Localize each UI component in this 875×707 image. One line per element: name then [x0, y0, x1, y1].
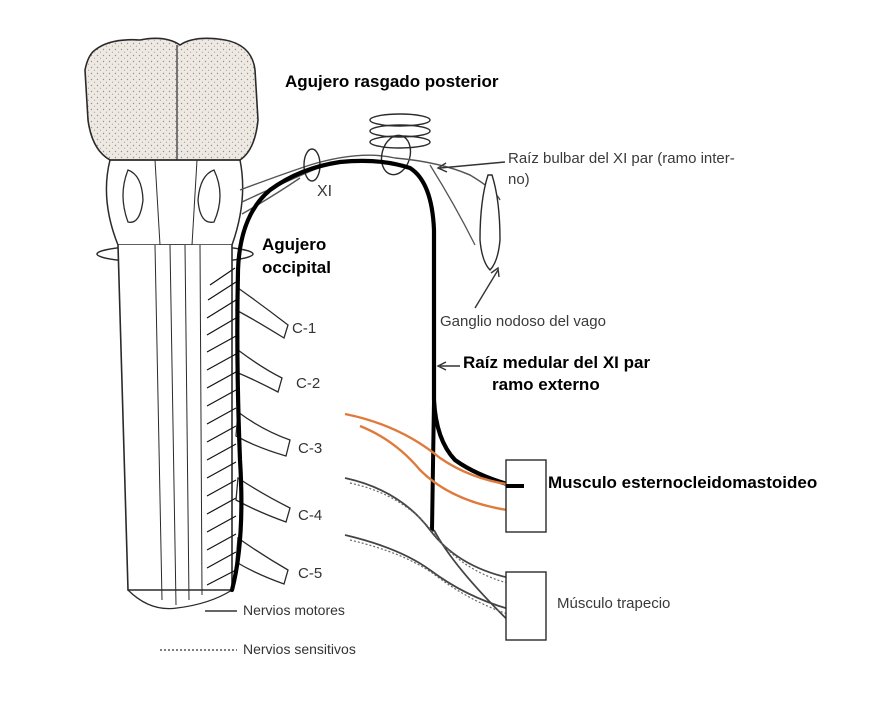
- label-xi: XI: [317, 183, 332, 201]
- trapezius-branches-dotted: [350, 483, 520, 618]
- legend-motor: Nervios motores: [243, 602, 345, 618]
- label-scm: Musculo esternocleidomastoideo: [548, 473, 817, 493]
- cervical-roots: [236, 288, 290, 584]
- root-c1: [236, 288, 288, 338]
- nodose-ganglion: [480, 175, 500, 270]
- label-bulbar-root-2: no): [508, 171, 530, 188]
- label-medullary-root-1: Raíz medular del XI par: [463, 353, 650, 373]
- cord-bottom: [128, 590, 232, 609]
- label-bulbar-root-1: Raíz bulbar del XI par (ramo inter-: [508, 150, 735, 167]
- label-medullary-root-2: ramo externo: [492, 375, 600, 395]
- olive-left: [123, 170, 143, 222]
- scm-muscle-box: [506, 460, 546, 532]
- label-c5: C-5: [298, 565, 322, 582]
- legend-sensory: Nervios sensitivos: [243, 641, 356, 657]
- label-occipital-1: Agujero: [262, 235, 326, 255]
- label-c1: C-1: [292, 320, 316, 337]
- root-c5: [236, 538, 288, 584]
- trapezius-muscle-box: [506, 572, 546, 640]
- label-c2: C-2: [296, 375, 320, 392]
- label-trapezius: Músculo trapecio: [557, 595, 670, 612]
- medulla-oblongata: [85, 38, 258, 160]
- label-foramen-posterior: Agujero rasgado posterior: [285, 72, 498, 92]
- label-occipital-2: occipital: [262, 258, 331, 278]
- root-c2: [236, 350, 282, 392]
- pyramid-line-1: [155, 160, 160, 245]
- root-c4: [236, 478, 290, 522]
- root-c3: [236, 412, 290, 456]
- label-nodose-ganglion: Ganglio nodoso del vago: [440, 313, 606, 330]
- label-c4: C-4: [298, 507, 322, 524]
- pyramid-line-2: [192, 160, 197, 245]
- olive-right: [198, 170, 220, 222]
- accessory-nerve-lower: [432, 400, 434, 530]
- bulbar-root-branch-2: [430, 165, 475, 245]
- label-c3: C-3: [298, 440, 322, 457]
